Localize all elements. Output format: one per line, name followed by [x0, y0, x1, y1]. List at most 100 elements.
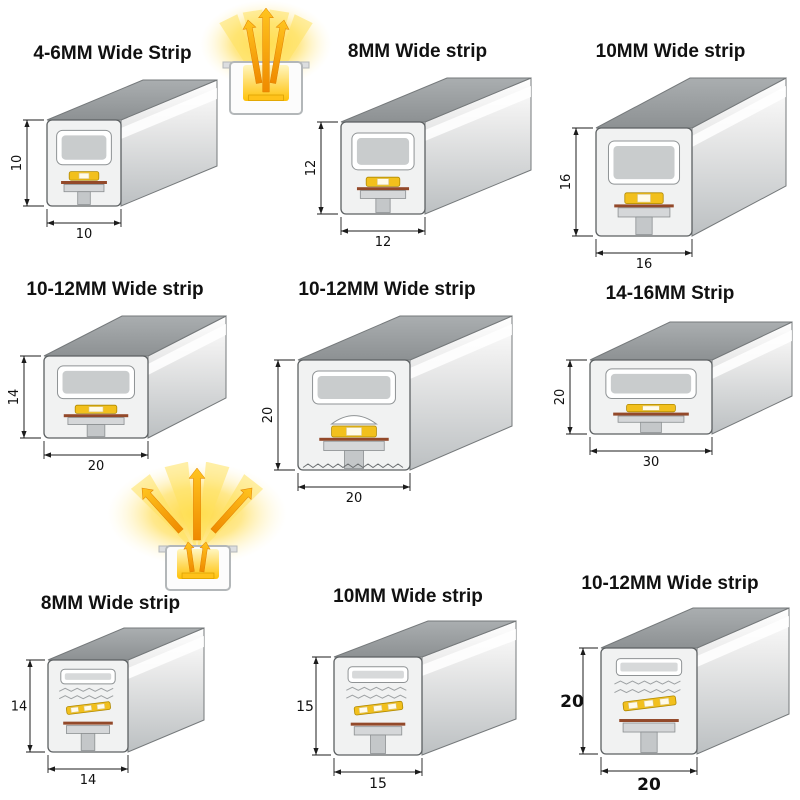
led-chip: [70, 706, 80, 713]
grip-ridges: [614, 688, 681, 694]
mount-stub: [375, 198, 391, 213]
tube-highlight: [148, 324, 226, 375]
pcb-strip: [619, 719, 679, 723]
mount-base: [359, 190, 407, 199]
mount-stub: [80, 733, 96, 751]
mount-base: [323, 440, 385, 451]
mount-stub: [370, 734, 386, 754]
led-chip: [642, 405, 660, 411]
grip-ridges: [58, 695, 114, 700]
pcb-strip: [350, 722, 406, 726]
height-dimension-label: 20: [560, 692, 584, 712]
window-cavity: [317, 376, 391, 399]
led-chip: [96, 703, 106, 710]
sawtooth-edge: [302, 463, 404, 469]
tube-highlight: [128, 636, 204, 679]
led-chip: [373, 704, 383, 712]
arch-cavity: [330, 415, 378, 425]
width-dimension-label: 14: [80, 773, 97, 788]
light-direction-arrow: [269, 19, 290, 84]
mount-base: [66, 725, 111, 734]
led-chip: [88, 406, 104, 413]
light-ray: [164, 462, 197, 554]
width-dimension-label: 30: [643, 455, 660, 470]
grip-ridges: [614, 680, 681, 685]
mount-stub: [77, 191, 91, 205]
profile-title: 10-12MM Wide strip: [298, 279, 476, 300]
width-dimension-label: 20: [88, 459, 105, 474]
led-chip: [376, 178, 390, 186]
pcb-strip: [63, 414, 129, 418]
width-dimension-label: 15: [369, 776, 387, 791]
profile-drawing: 12 12: [304, 77, 532, 250]
tube-highlight: [410, 324, 512, 379]
width-dimension-label: 16: [636, 257, 653, 272]
window-cavity: [610, 373, 692, 394]
mount-base: [622, 722, 676, 733]
light-glow-illustration-top: [200, 0, 332, 115]
width-dimension-label: 20: [637, 775, 661, 793]
window-cavity: [356, 138, 410, 165]
profile-cell-10-12mm-a: 10-12MM Wide strip 14 20: [0, 278, 230, 484]
mount-base: [617, 415, 685, 423]
mount-base: [67, 417, 125, 425]
light-direction-arrow: [257, 7, 275, 93]
led-chip: [643, 699, 654, 708]
tube-highlight: [121, 88, 217, 139]
grip-ridges: [58, 687, 114, 692]
profile-title: 10-12MM Wide strip: [26, 279, 204, 300]
mount-stub: [640, 421, 662, 433]
window-cavity: [64, 673, 112, 680]
width-dimension-label: 10: [76, 227, 93, 242]
light-direction-arrow: [242, 19, 263, 84]
profile-title: 10-12MM Wide strip: [581, 573, 759, 594]
window-cavity: [61, 135, 107, 160]
led-strip-assembly: [65, 701, 111, 715]
profile-title: 10MM Wide strip: [595, 41, 746, 62]
mount-stub: [635, 216, 653, 235]
grip-ridges: [346, 694, 407, 699]
led-chip: [346, 427, 362, 436]
height-dimension-label: 12: [304, 160, 319, 177]
led-chip: [387, 703, 397, 710]
mount-base: [63, 184, 105, 193]
height-dimension-label: 16: [559, 174, 574, 191]
led-strip-assembly: [622, 695, 677, 712]
pcb-strip: [61, 181, 107, 184]
width-dimension-label: 20: [346, 491, 363, 506]
light-direction-arrow: [210, 487, 253, 534]
window-cavity: [352, 670, 404, 679]
led-chip: [358, 706, 369, 714]
mount-stub: [86, 424, 106, 437]
height-dimension-label: 20: [553, 389, 568, 406]
light-direction-arrow: [188, 467, 206, 541]
pcb-strip: [63, 721, 113, 725]
pcb-strip: [319, 437, 389, 441]
channel-led-bar: [248, 94, 284, 101]
window-cavity: [613, 145, 675, 180]
profile-title: 8MM Wide strip: [347, 41, 488, 62]
led-chip: [637, 194, 651, 203]
channel-cavity: [177, 549, 219, 579]
profile-title: 14-16MM Strip: [605, 283, 735, 304]
light-direction-arrow: [141, 487, 184, 534]
height-dimension-label: 14: [7, 389, 22, 406]
pcb-strip: [356, 187, 410, 191]
height-dimension-label: 10: [10, 155, 25, 172]
width-dimension-label: 12: [375, 235, 392, 250]
tube-highlight: [425, 86, 531, 141]
height-dimension-label: 20: [261, 407, 276, 424]
mount-base: [617, 207, 671, 218]
